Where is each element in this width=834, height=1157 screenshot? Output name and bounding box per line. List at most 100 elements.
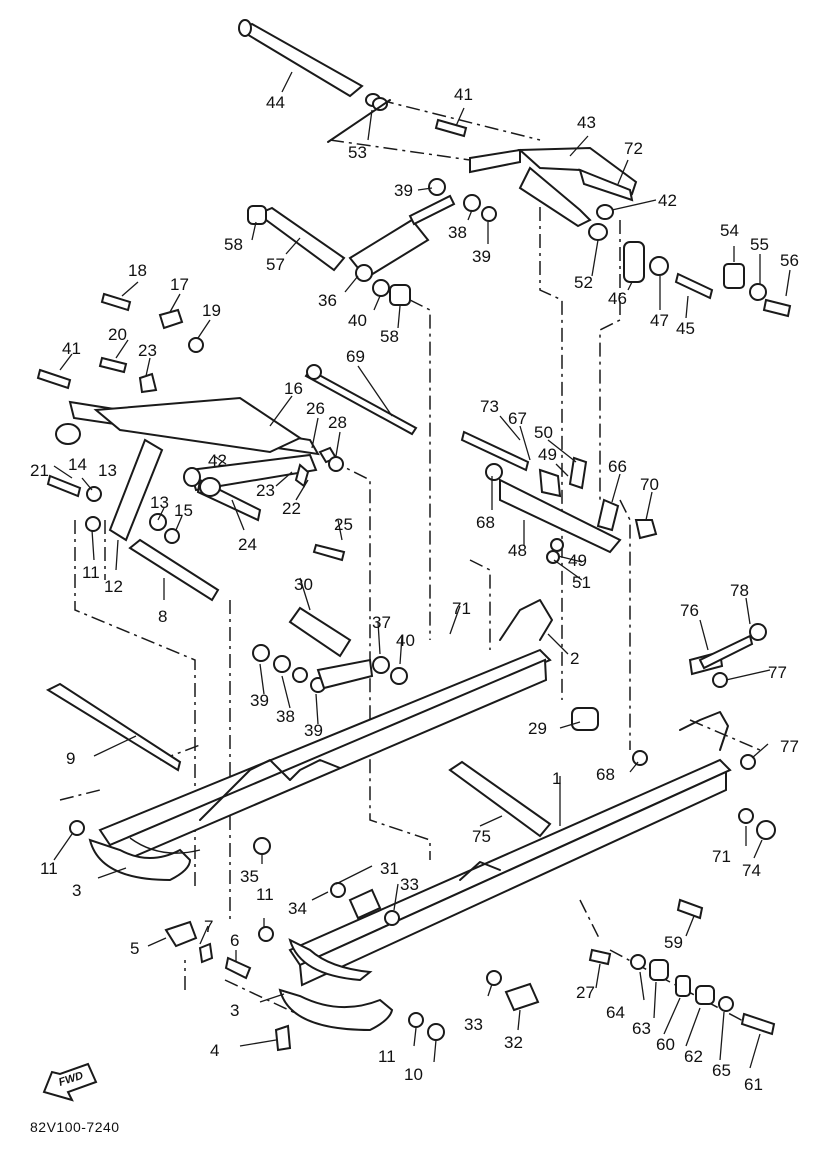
callout-41: 41: [62, 339, 81, 358]
callout-68: 68: [476, 513, 495, 532]
callout-3: 3: [72, 881, 81, 900]
callout-59: 59: [664, 933, 683, 952]
callout-31: 31: [380, 859, 399, 878]
callout-38: 38: [448, 223, 467, 242]
callout-24: 24: [238, 535, 257, 554]
shock-absorber: [247, 178, 497, 306]
callout-42: 42: [208, 451, 227, 470]
rear-arm-43: [517, 146, 638, 241]
callout-60: 60: [656, 1035, 675, 1054]
callout-4: 4: [210, 1041, 219, 1060]
fwd-arrow: FWD: [42, 1062, 98, 1102]
callout-20: 20: [108, 325, 127, 344]
callout-66: 66: [608, 457, 627, 476]
callout-48: 48: [508, 541, 527, 560]
callout-5: 5: [130, 939, 139, 958]
callout-67: 67: [508, 409, 527, 428]
callout-17: 17: [170, 275, 189, 294]
callout-41: 41: [454, 85, 473, 104]
callout-57: 57: [266, 255, 285, 274]
callout-78: 78: [730, 581, 749, 600]
callout-77: 77: [768, 663, 787, 682]
callout-25: 25: [334, 515, 353, 534]
callout-77: 77: [780, 737, 799, 756]
callout-43: 43: [577, 113, 596, 132]
assembly-guide-lines: [59, 99, 761, 1031]
slide-rail-right: [278, 707, 732, 1032]
callout-69: 69: [346, 347, 365, 366]
callout-54: 54: [720, 221, 739, 240]
callout-26: 26: [306, 399, 325, 418]
slide-rail-left: [88, 599, 553, 882]
callout-11: 11: [256, 885, 274, 904]
callout-55: 55: [750, 235, 769, 254]
callout-39: 39: [304, 721, 323, 740]
callout-6: 6: [230, 931, 239, 950]
callout-16: 16: [284, 379, 303, 398]
callout-53: 53: [348, 143, 367, 162]
callout-39: 39: [472, 247, 491, 266]
callout-58: 58: [224, 235, 243, 254]
front-shaft-parts: [45, 538, 408, 772]
callout-21: 21: [30, 461, 49, 480]
callout-42: 42: [658, 191, 677, 210]
callout-33: 33: [400, 875, 419, 894]
callout-38: 38: [276, 707, 295, 726]
callout-45: 45: [676, 319, 695, 338]
callout-23: 23: [256, 481, 275, 500]
callout-32: 32: [504, 1033, 523, 1052]
callout-10: 10: [404, 1065, 423, 1084]
callout-68: 68: [596, 765, 615, 784]
center-linkage: [304, 364, 658, 564]
callout-73: 73: [480, 397, 499, 416]
callout-46: 46: [608, 289, 627, 308]
callout-74: 74: [742, 861, 761, 880]
callout-49: 49: [538, 445, 557, 464]
leader-lines: [53, 71, 791, 1069]
right-hardware: [623, 241, 792, 318]
callout-3: 3: [230, 1001, 239, 1020]
callout-12: 12: [104, 577, 123, 596]
callout-40: 40: [396, 631, 415, 650]
callout-30: 30: [294, 575, 313, 594]
diagram-code: 82V100-7240: [30, 1119, 120, 1135]
callout-71: 71: [452, 599, 471, 618]
callout-36: 36: [318, 291, 337, 310]
callout-50: 50: [534, 423, 553, 442]
callout-72: 72: [624, 139, 643, 158]
front-arm-assembly: [36, 292, 346, 562]
callout-51: 51: [572, 573, 591, 592]
callout-numbers: 44 53 41 43 72 39 38 39 42 58 57 36 40 5…: [30, 85, 799, 1094]
callout-28: 28: [328, 413, 347, 432]
callout-23: 23: [138, 341, 157, 360]
callout-47: 47: [650, 311, 669, 330]
callout-7: 7: [204, 917, 213, 936]
callout-70: 70: [640, 475, 659, 494]
callout-75: 75: [472, 827, 491, 846]
callout-22: 22: [282, 499, 301, 518]
callout-1: 1: [552, 769, 561, 788]
callout-61: 61: [744, 1075, 763, 1094]
callout-19: 19: [202, 301, 221, 320]
callout-27: 27: [576, 983, 595, 1002]
callout-9: 9: [66, 749, 75, 768]
callout-71: 71: [712, 847, 731, 866]
callout-63: 63: [632, 1019, 651, 1038]
callout-14: 14: [68, 455, 87, 474]
callout-33: 33: [464, 1015, 483, 1034]
callout-13: 13: [150, 493, 169, 512]
callout-64: 64: [606, 1003, 625, 1022]
callout-13: 13: [98, 461, 117, 480]
callout-34: 34: [288, 899, 307, 918]
callout-39: 39: [394, 181, 413, 200]
lower-hardware: [69, 623, 776, 1052]
callout-37: 37: [372, 613, 391, 632]
callout-40: 40: [348, 311, 367, 330]
callout-15: 15: [174, 501, 193, 520]
callout-35: 35: [240, 867, 259, 886]
callout-29: 29: [528, 719, 547, 738]
callout-11: 11: [82, 563, 100, 582]
callout-8: 8: [158, 607, 167, 626]
callout-44: 44: [266, 93, 285, 112]
